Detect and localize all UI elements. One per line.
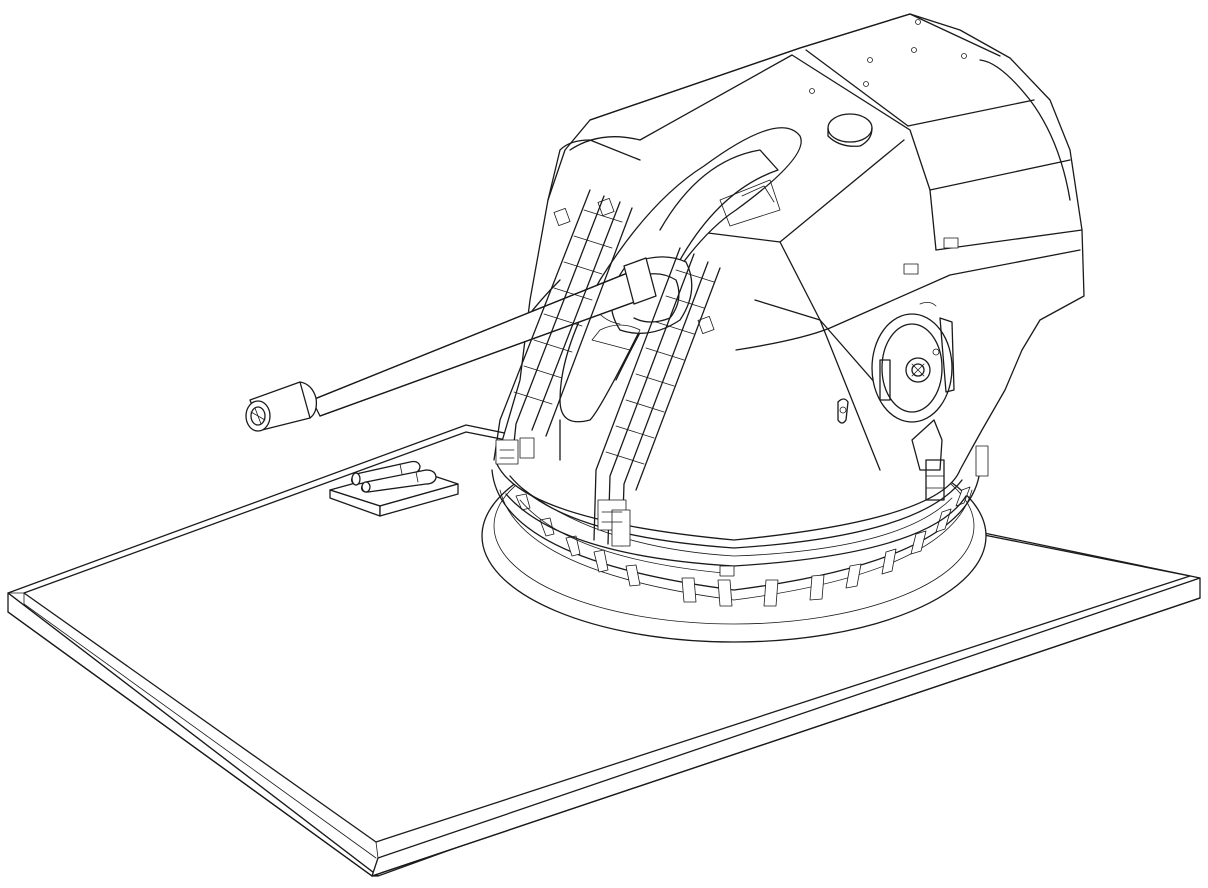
- ring-ribs: [515, 486, 971, 607]
- access-hatch: [871, 302, 955, 501]
- boarding-ladder-left: [493, 189, 633, 465]
- boarding-ladder-right: [593, 247, 721, 547]
- shell-stand: [329, 460, 459, 517]
- gun-barrel: [245, 257, 657, 432]
